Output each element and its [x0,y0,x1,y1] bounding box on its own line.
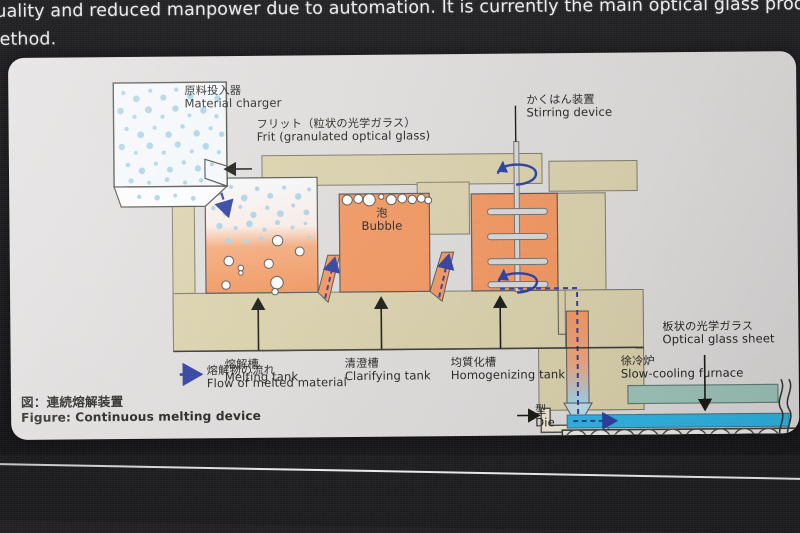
legend-flow-of-melted-material: 熔解物の流れ Flow of melted material [206,363,347,391]
label-slow-cooling-furnace: 徐冷炉 Slow-cooling furnace [620,354,744,381]
melting-tank-bubbles [221,234,305,296]
leader-lines [223,105,713,440]
label-die: 型 Die [535,403,555,430]
slow-cooling-furnace-shape [627,383,779,405]
diagram-canvas: 原料投入器 Material charger フリット（粒状の光学ガラス） Fr… [8,51,799,440]
clarifying-tank-bubble-row [341,193,433,207]
lower-wall-band [0,520,800,533]
label-material-charger: 原料投入器 Material charger [184,83,282,111]
label-frit: フリット（粒状の光学ガラス） Frit (granulated optical … [256,116,431,145]
flow-arrow-melt-to-clarify [322,256,341,299]
rotation-arrow-bottom [497,268,539,294]
figure-caption: 図：連続熔解装置 Figure: Continuous melting devi… [20,394,262,425]
slide-body-text: quality and reduced manpower due to auto… [0,0,800,55]
rotation-arrow-top [496,160,538,186]
melt-path-to-belt [500,287,580,424]
label-optical-glass-sheet: 板状の光学ガラス Optical glass sheet [662,319,775,347]
figure-slide-card: 原料投入器 Material charger フリット（粒状の光学ガラス） Fr… [8,51,800,440]
break-squiggle [778,378,792,440]
wall-seam-line [0,463,800,481]
label-stirring-device: かくはん装置 Stirring device [526,92,613,120]
label-bubble: 泡 Bubble [361,206,403,234]
flow-arrow-clarify-to-homog [436,253,455,298]
charger-frit-particles [117,87,225,201]
label-clarifying-tank: 清澄槽 Clarifying tank [344,356,431,384]
optical-glass-sheet-shape [566,412,790,429]
belt-rollers [561,427,796,440]
label-homogenizing-tank: 均質化槽 Homogenizing tank [450,355,566,383]
